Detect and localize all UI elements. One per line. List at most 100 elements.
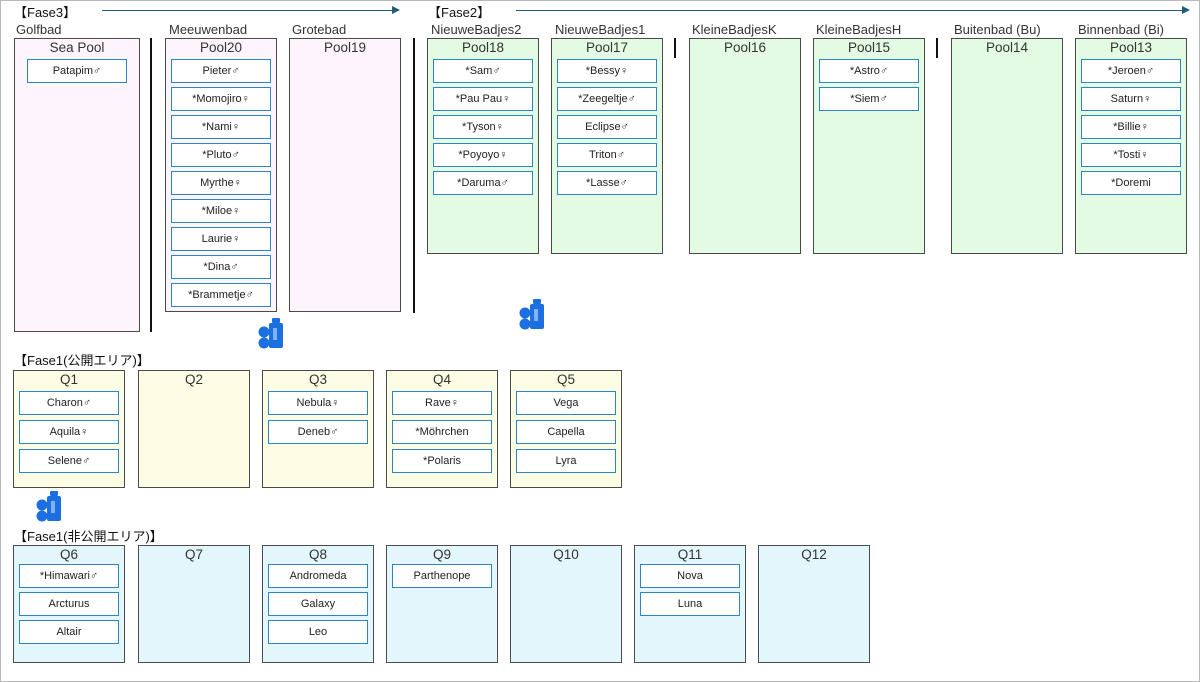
pool-q1: Q1 Charon♂ Aquila♀ Selene♂ xyxy=(13,370,125,488)
animal-card[interactable]: Lyra xyxy=(516,449,616,473)
animal-card[interactable]: Galaxy xyxy=(268,592,368,616)
pool-title: Pool16 xyxy=(723,40,767,55)
pool-pool17: Pool17 *Bessy♀ *Zeegeltje♂ Eclipse♂ Trit… xyxy=(551,38,663,254)
pool-q2: Q2 xyxy=(138,370,250,488)
separator-fase3-fase2 xyxy=(413,38,415,313)
pool-q8: Q8 Andromeda Galaxy Leo xyxy=(262,545,374,663)
fase3-arrow xyxy=(102,5,400,14)
fase3-label: 【Fase3】 xyxy=(14,5,77,20)
pool-q9: Q9 Parthenope xyxy=(386,545,498,663)
pool-pool20: Pool20 Pieter♂ *Momojiro♀ *Nami♀ *Pluto♂… xyxy=(165,38,277,312)
animal-card[interactable]: Capella xyxy=(516,420,616,444)
animal-card[interactable]: *Daruma♂ xyxy=(433,171,533,195)
animal-card[interactable]: *Doremi xyxy=(1081,171,1181,195)
animal-card[interactable]: Andromeda xyxy=(268,564,368,588)
animal-card[interactable]: Triton♂ xyxy=(557,143,657,167)
animal-card[interactable]: *Tosti♀ xyxy=(1081,143,1181,167)
pool-pool13: Pool13 *Jeroen♂ Saturn♀ *Billie♀ *Tosti♀… xyxy=(1075,38,1187,254)
animal-card[interactable]: *Bessy♀ xyxy=(557,59,657,83)
area-label-nieuwebadjes1: NieuweBadjes1 xyxy=(555,22,646,37)
fase2-arrow xyxy=(516,5,1190,14)
pool-q12: Q12 xyxy=(758,545,870,663)
animal-card[interactable]: Nebula♀ xyxy=(268,391,368,415)
pool-pool14: Pool14 xyxy=(951,38,1063,254)
area-label-nieuwebadjes2: NieuweBadjes2 xyxy=(431,22,522,37)
area-label-binnenbad: Binnenbad (Bi) xyxy=(1078,22,1164,37)
area-label-buitenbad: Buitenbad (Bu) xyxy=(954,22,1041,37)
pool-title: Q7 xyxy=(184,547,203,562)
animal-card[interactable]: *Pau Pau♀ xyxy=(433,87,533,111)
animal-card[interactable]: *Astro♂ xyxy=(819,59,919,83)
animal-card[interactable]: *Jeroen♂ xyxy=(1081,59,1181,83)
pool-title: Q2 xyxy=(184,372,203,387)
pool-pool15: Pool15 *Astro♂ *Siem♂ xyxy=(813,38,925,254)
animal-card[interactable]: *Pluto♂ xyxy=(171,143,271,167)
animal-card[interactable]: Parthenope xyxy=(392,564,492,588)
animal-card[interactable]: *Billie♀ xyxy=(1081,115,1181,139)
animal-card[interactable]: Deneb♂ xyxy=(268,420,368,444)
people-icon xyxy=(258,318,283,349)
animal-card[interactable]: Charon♂ xyxy=(19,391,119,415)
area-label-kleinebadjesk: KleineBadjesK xyxy=(692,22,777,37)
pool-title: Pool18 xyxy=(461,40,505,55)
animal-card[interactable]: Leo xyxy=(268,620,368,644)
animal-card[interactable]: *Himawari♂ xyxy=(19,564,119,588)
animal-card[interactable]: *Siem♂ xyxy=(819,87,919,111)
pool-title: Q11 xyxy=(677,547,703,562)
animal-card[interactable]: Luna xyxy=(640,592,740,616)
animal-card[interactable]: Nova xyxy=(640,564,740,588)
pool-title: Q8 xyxy=(308,547,327,562)
animal-card[interactable]: *Miloe♀ xyxy=(171,199,271,223)
animal-card[interactable]: *Nami♀ xyxy=(171,115,271,139)
animal-card[interactable]: *Poyoyo♀ xyxy=(433,143,533,167)
animal-card[interactable]: Aquila♀ xyxy=(19,420,119,444)
area-label-meeuwenbad: Meeuwenbad xyxy=(169,22,248,37)
animal-card[interactable]: Arcturus xyxy=(19,592,119,616)
animal-card[interactable]: *Lasse♂ xyxy=(557,171,657,195)
pool-pool16: Pool16 xyxy=(689,38,801,254)
pool-title: Q5 xyxy=(556,372,575,387)
fase1-public-label: 【Fase1(公開エリア)】 xyxy=(14,353,150,368)
animal-card[interactable]: *Möhrchen xyxy=(392,420,492,444)
pool-q4: Q4 Rave♀ *Möhrchen *Polaris xyxy=(386,370,498,488)
separator-kleine-buitenbad xyxy=(936,38,938,58)
pool-title: Pool14 xyxy=(985,40,1029,55)
animal-card[interactable]: Saturn♀ xyxy=(1081,87,1181,111)
animal-card[interactable]: *Tyson♀ xyxy=(433,115,533,139)
animal-card[interactable]: *Momojiro♀ xyxy=(171,87,271,111)
pool-q10: Q10 xyxy=(510,545,622,663)
pool-q3: Q3 Nebula♀ Deneb♂ xyxy=(262,370,374,488)
animal-card[interactable]: Laurie♀ xyxy=(171,227,271,251)
animal-card[interactable]: *Zeegeltje♂ xyxy=(557,87,657,111)
people-icon xyxy=(36,491,61,522)
pool-title: Pool20 xyxy=(199,40,243,55)
fase1-private-label: 【Fase1(非公開エリア)】 xyxy=(14,529,163,544)
animal-card[interactable]: Patapim♂ xyxy=(27,59,127,83)
area-label-golfbad: Golfbad xyxy=(16,22,62,37)
animal-card[interactable]: *Polaris xyxy=(392,449,492,473)
animal-card[interactable]: *Brammetje♂ xyxy=(171,283,271,307)
area-label-grotebad: Grotebad xyxy=(292,22,347,37)
pool-title: Sea Pool xyxy=(49,40,105,55)
animal-card[interactable]: Myrthe♀ xyxy=(171,171,271,195)
pool-title: Pool13 xyxy=(1109,40,1153,55)
animal-card[interactable]: Rave♀ xyxy=(392,391,492,415)
pool-title: Q4 xyxy=(432,372,451,387)
pool-title: Q12 xyxy=(801,547,827,562)
animal-card[interactable]: Selene♂ xyxy=(19,449,119,473)
pool-pool19: Pool19 xyxy=(289,38,401,312)
pool-seapool: Sea Pool Patapim♂ xyxy=(14,38,140,332)
animal-card[interactable]: *Sam♂ xyxy=(433,59,533,83)
animal-card[interactable]: Pieter♂ xyxy=(171,59,271,83)
fase2-label: 【Fase2】 xyxy=(428,5,491,20)
animal-card[interactable]: *Dina♂ xyxy=(171,255,271,279)
pool-title: Pool19 xyxy=(323,40,367,55)
separator-golfbad-meeuwenbad xyxy=(150,38,152,332)
pool-title: Q10 xyxy=(553,547,579,562)
pool-q7: Q7 xyxy=(138,545,250,663)
animal-card[interactable]: Eclipse♂ xyxy=(557,115,657,139)
animal-card[interactable]: Vega xyxy=(516,391,616,415)
pool-pool18: Pool18 *Sam♂ *Pau Pau♀ *Tyson♀ *Poyoyo♀ … xyxy=(427,38,539,254)
animal-card[interactable]: Altair xyxy=(19,620,119,644)
pool-title: Q6 xyxy=(59,547,78,562)
